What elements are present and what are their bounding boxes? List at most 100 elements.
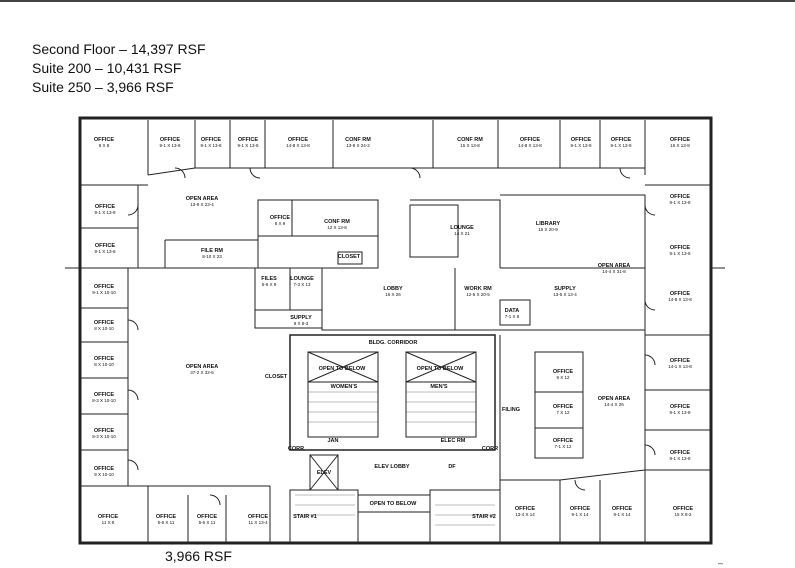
- room-name-corr-2: CORR: [482, 446, 498, 452]
- room-dims-office-top-5: 14-8 X 13-8: [286, 143, 310, 148]
- room-dims-office-top-7: 9-1 X 13-8: [570, 143, 592, 148]
- room-name-office-left-7: OFFICE: [94, 428, 114, 434]
- room-name-office-mid: OFFICE: [270, 215, 290, 221]
- room-dims-files: 6-6 X 9: [262, 282, 277, 287]
- room-dims-office-left-6: 8-3 X 10-10: [92, 398, 116, 403]
- room-name-office-bot-3: OFFICE: [197, 514, 217, 520]
- room-name-conf-rm-2: CONF RM: [457, 137, 483, 143]
- room-name-lounge-1: LOUNGE: [450, 225, 474, 231]
- room-dims-data: 7-1 X 8: [505, 314, 520, 319]
- room-name-df: DF: [448, 464, 456, 470]
- room-name-office-top-4: OFFICE: [238, 137, 258, 143]
- room-name-office-left-3: OFFICE: [94, 284, 114, 290]
- room-name-open-area-1: OPEN AREA: [186, 196, 219, 202]
- room-dims-office-top-6: 14-8 X 13-8: [518, 143, 542, 148]
- suite-rsf-caption: 3,966 RSF: [165, 548, 232, 564]
- room-name-closet-2: CLOSET: [265, 374, 288, 380]
- room-dims-office-bot-7: 9-1 X 14: [613, 512, 631, 517]
- room-dims-office-right-4: 14-1 X 13-8: [668, 364, 692, 369]
- room-name-lounge-2: LOUNGE: [290, 276, 314, 282]
- room-dims-office-top-9: 15 X 13-8: [670, 143, 690, 148]
- room-name-open-area-4: OPEN AREA: [598, 396, 631, 402]
- room-dims-office-right-3: 14-8 X 13-8: [668, 297, 692, 302]
- room-name-filing: FILING: [502, 407, 520, 413]
- room-dims-supply-1: 13-5 X 13-4: [553, 292, 577, 297]
- room-name-office-top-3: OFFICE: [201, 137, 221, 143]
- room-name-jan: JAN: [327, 438, 338, 444]
- room-dims-open-area-4: 14-4 X 26: [604, 402, 624, 407]
- room-dims-conf-rm-1: 13-8 X 24-2: [346, 143, 370, 148]
- room-name-conf-rm-1: CONF RM: [345, 137, 371, 143]
- room-dims-office-mid: 8 X 9: [275, 221, 286, 226]
- room-dims-office-bot-8: 15 X 8-2: [674, 512, 692, 517]
- room-dims-file-rm: 8-10 X 23: [202, 254, 222, 259]
- floor-total-label: Second Floor – 14,397 RSF: [32, 41, 206, 57]
- room-dims-office-right-1: 9-1 X 13-8: [669, 200, 691, 205]
- room-dims-office-bot-5: 13-4 X 14: [515, 512, 535, 517]
- room-name-office-left-4: OFFICE: [94, 320, 114, 326]
- room-name-office-bot-5: OFFICE: [515, 506, 535, 512]
- room-dims-office-left-5: 8 X 10-10: [94, 362, 114, 367]
- room-name-office-bot-2: OFFICE: [156, 514, 176, 520]
- room-name-data: DATA: [505, 308, 519, 314]
- room-name-office-bot-8: OFFICE: [673, 506, 693, 512]
- room-dims-supply-2: 9 X 8-3: [294, 321, 309, 326]
- room-name-open-area-2: OPEN AREA: [598, 263, 631, 269]
- room-dims-open-area-2: 14-4 X 31-8: [602, 269, 626, 274]
- room-name-office-right-1: OFFICE: [670, 194, 690, 200]
- room-name-office-right-5: OFFICE: [670, 404, 690, 410]
- room-name-office-right-6: OFFICE: [670, 450, 690, 456]
- room-dims-office-top-2: 9-1 X 13-8: [159, 143, 181, 148]
- room-name-office-right-3: OFFICE: [670, 291, 690, 297]
- room-name-office-bot-6: OFFICE: [570, 506, 590, 512]
- room-name-file-rm: FILE RM: [201, 248, 223, 254]
- room-dims-office-bot-3: 5-6 X 11: [199, 520, 216, 525]
- room-name-open-area-3: OPEN AREA: [186, 364, 219, 370]
- room-dims-office-c-2: 7 X 12: [556, 410, 570, 415]
- building-outline: [78, 116, 713, 545]
- room-name-office-left-5: OFFICE: [94, 356, 114, 362]
- room-name-bldg-corridor: BLDG. CORRIDOR: [369, 340, 418, 346]
- room-dims-office-top-4: 9-1 X 13-8: [237, 143, 259, 148]
- room-name-office-bot-1: OFFICE: [98, 514, 118, 520]
- room-dims-office-left-4: 8 X 10-10: [94, 326, 114, 331]
- room-dims-lobby: 16 X 26: [385, 292, 401, 297]
- room-name-womens: WOMEN'S: [331, 384, 358, 390]
- room-name-office-top-5: OFFICE: [288, 137, 308, 143]
- room-dims-office-left-7: 8-3 X 10-10: [92, 434, 116, 439]
- room-dims-lounge-2: 7-3 X 13: [293, 282, 311, 287]
- room-dims-office-left-1: 9-1 X 13-8: [94, 210, 116, 215]
- room-name-work-rm: WORK RM: [464, 286, 492, 292]
- room-name-elec-rm: ELEC RM: [441, 438, 466, 444]
- room-name-elev: ELEV: [317, 470, 332, 476]
- room-name-office-right-4: OFFICE: [670, 358, 690, 364]
- room-name-office-right-2: OFFICE: [670, 245, 690, 251]
- room-dims-open-area-1: 13-9 X 23-4: [190, 202, 214, 207]
- room-name-office-c-2: OFFICE: [553, 404, 573, 410]
- room-dims-office-left-2: 9-1 X 13-8: [94, 249, 116, 254]
- room-dims-office-bot-6: 9-1 X 14: [571, 512, 589, 517]
- room-dims-conf-rm-2: 15 X 13-8: [460, 143, 480, 148]
- room-name-files: FILES: [261, 276, 277, 282]
- room-name-supply-2: SUPPLY: [290, 315, 312, 321]
- room-name-closet-1: CLOSET: [338, 254, 361, 260]
- room-name-office-left-8: OFFICE: [94, 466, 114, 472]
- room-name-open-below-3: OPEN TO BELOW: [370, 501, 417, 507]
- room-dims-office-bot-4: 11 X 13-4: [248, 520, 268, 525]
- room-dims-office-right-2: 9-1 X 13-8: [669, 251, 691, 256]
- room-dims-lounge-1: 14 X 21: [454, 231, 470, 236]
- corner-dash: –: [718, 558, 724, 568]
- suite-200-label: Suite 200 – 10,431 RSF: [32, 60, 182, 76]
- room-name-stair-1: STAIR #1: [293, 514, 317, 520]
- suite-250-label: Suite 250 – 3,966 RSF: [32, 79, 174, 95]
- room-dims-office-top-8: 9-1 X 13-8: [610, 143, 632, 148]
- room-name-office-top-9: OFFICE: [670, 137, 690, 143]
- room-name-conf-rm-3: CONF RM: [324, 219, 350, 225]
- room-dims-office-bot-1: 11 X 8: [102, 520, 115, 525]
- room-dims-office-right-6: 9-1 X 13-8: [669, 456, 691, 461]
- room-dims-open-area-3: 37-2 X 32-6: [190, 370, 214, 375]
- room-name-library: LIBRARY: [536, 221, 561, 227]
- room-dims-office-left-8: 9 X 10-10: [94, 472, 114, 477]
